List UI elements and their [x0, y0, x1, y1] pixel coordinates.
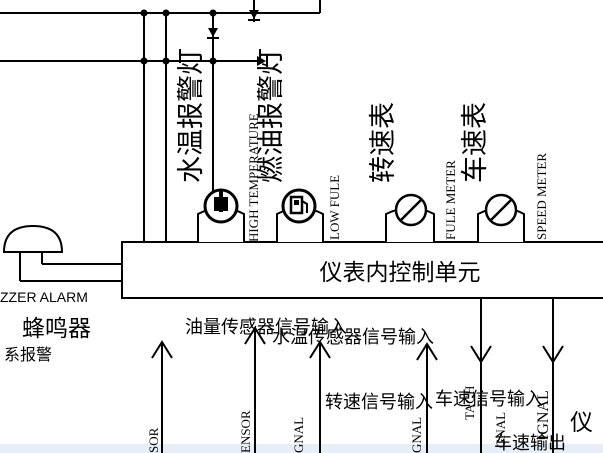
signal-label-fragment: GNAL	[493, 412, 508, 448]
signal-label-fragment: GNAL	[409, 417, 424, 453]
control-unit-label: 仪表内控制单元	[320, 260, 481, 286]
speedometer-gauge-icon	[484, 193, 518, 227]
signal-label-fragment: IGNAL	[535, 390, 552, 440]
indicator-label-en: HIGH TEMPERATURE	[246, 113, 261, 242]
diode-icon	[207, 28, 219, 39]
bottom-strip	[0, 444, 603, 453]
tach-label-fragment: TACH	[462, 386, 477, 420]
gauge-label-cn: 车速表	[460, 102, 491, 183]
control-unit-box	[121, 241, 603, 299]
output-arrows	[470, 298, 564, 453]
buzzer	[2, 224, 122, 282]
water-sensor-input-label: 水温传感器信号输入	[272, 327, 434, 348]
input-arrows	[151, 326, 438, 453]
thermometer-warning-icon	[203, 188, 239, 224]
gauge-label-cn: 转速表	[368, 102, 399, 183]
top-wiring	[0, 0, 321, 242]
gauge-label-en: SPEED METER	[534, 153, 549, 240]
tachometer-gauge-icon	[394, 193, 428, 227]
junction-dots	[140, 9, 217, 65]
fuel-pump-warning-icon	[281, 188, 317, 224]
fuel-sensor-input-label: 油量传感器信号输入	[185, 317, 347, 338]
speed-signal-input-label: 车速信号输入	[435, 389, 543, 410]
diode-icon	[257, 55, 268, 67]
indicator-label-en: LOW FULE	[327, 175, 342, 240]
gauge-label-en: FULE METER	[443, 160, 458, 240]
speed-output-label: 车速输出	[494, 433, 566, 453]
diode-icon	[248, 10, 260, 21]
buzzer-bell-icon	[2, 224, 64, 253]
signal-label-fragment: GNAL	[291, 417, 306, 453]
sensor-label-fragment: ENSOR	[238, 410, 253, 453]
indicator-label-cn: 水温报警灯	[176, 48, 207, 183]
buzzer-label-en: ZZER ALARM	[0, 289, 88, 305]
partial-text: 系报警	[4, 345, 52, 364]
buzzer-label-cn: 蜂鸣器	[22, 316, 91, 342]
cut-character: 仪	[570, 410, 593, 436]
indicator-label-cn: 燃油报警灯	[256, 48, 287, 183]
sensor-label-fragment: SOR	[146, 427, 161, 453]
rpm-signal-input-label: 转速信号输入	[325, 392, 433, 413]
